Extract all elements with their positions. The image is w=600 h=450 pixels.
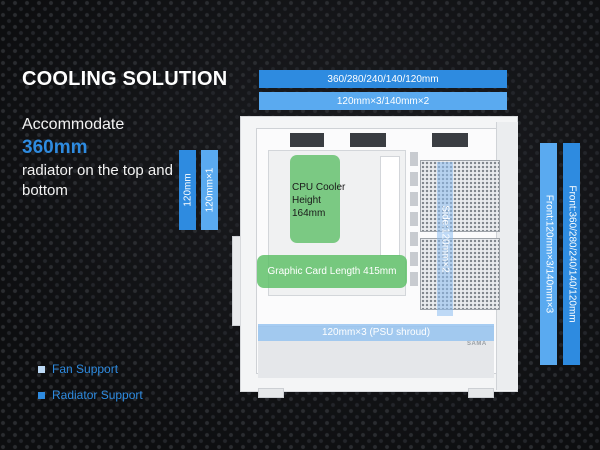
legend-fan-support: Fan Support [38,362,118,376]
psu-shroud-label: 120mm×3 (PSU shroud) [321,327,431,338]
gpu-length-label: Graphic Card Length 415mm [267,266,397,277]
front-fan-bar: Front:120mm×3/140mm×3 [540,143,557,365]
cpu-cooler-zone [290,155,340,243]
case-foot [258,388,284,398]
accommodate-label: Accommodate [22,116,125,133]
top-vent-slot [290,133,324,147]
cpu-cooler-line1: CPU Cooler [292,182,346,193]
cpu-cooler-label: CPU Cooler Height 164mm [292,181,352,220]
gpu-length-zone: Graphic Card Length 415mm [257,255,407,288]
front-radiator-label: Front:360/280/240/140/120mm [566,185,577,323]
front-fan-label: Front:120mm×3/140mm×3 [543,194,554,314]
cpu-cutout [380,156,400,256]
radiator-description: radiator on the top and bottom [22,162,173,199]
top-fan-bar: 120mm×3/140mm×2 [259,92,507,110]
side-fan-bar: Side:120mm×2 [437,162,453,316]
top-radiator-label: 360/280/240/140/120mm [327,73,439,85]
side-fan-mesh [420,160,500,232]
rear-radiator-label: 120mm [182,173,193,207]
front-radiator-bar: Front:360/280/240/140/120mm [563,143,580,365]
legend-radiator-support: Radiator Support [38,388,143,402]
top-vent-slot [350,133,386,147]
legend-fan-swatch [38,365,45,373]
legend-fan-label: Fan Support [52,362,119,376]
rear-fan-bar: 120mm×1 [201,150,218,230]
psu-shroud-fan-bar: 120mm×3 (PSU shroud) [258,324,494,341]
top-vent-slot [432,133,468,147]
brand-logo: SAMA [467,341,487,347]
radiator-size: 360mm [22,137,88,158]
cable-grommets [410,152,418,292]
rear-fan-label: 120mm×1 [204,167,215,213]
legend-radiator-label: Radiator Support [52,388,143,402]
side-fan-label: Side:120mm×2 [439,205,451,273]
section-title: COOLING SOLUTION [22,68,228,90]
legend-radiator-swatch [38,391,45,399]
cpu-cooler-line2: Height [292,195,321,206]
top-fan-label: 120mm×3/140mm×2 [336,95,430,107]
case-foot [468,388,494,398]
cpu-cooler-line3: 164mm [292,208,326,219]
top-radiator-bar: 360/280/240/140/120mm [259,70,507,88]
side-fan-mesh [420,238,500,310]
rear-radiator-bar: 120mm [179,150,196,230]
